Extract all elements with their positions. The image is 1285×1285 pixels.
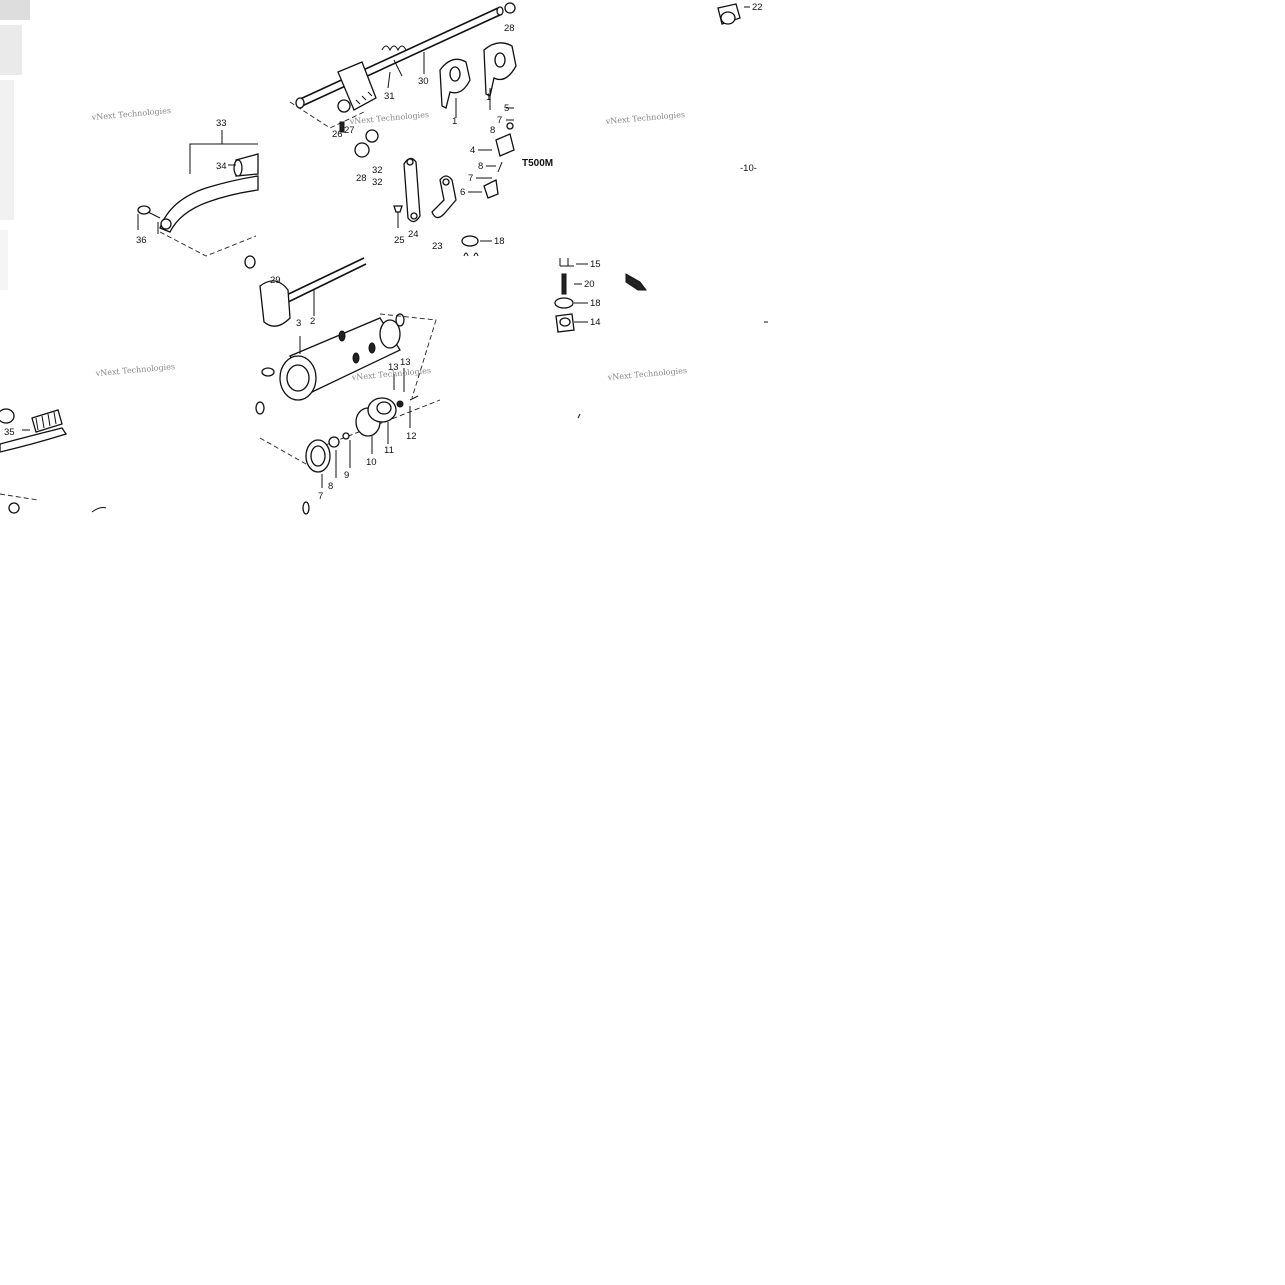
page-number: -10-: [740, 163, 757, 174]
callout: 15: [590, 259, 601, 270]
snap-ring-group: [289, 99, 379, 158]
watermark: vNext Technologies: [90, 106, 171, 122]
washer-19-top: [461, 235, 479, 257]
callout: 34: [216, 161, 227, 172]
watermark: vNext Technologies: [348, 110, 429, 126]
callout: 2: [310, 316, 315, 327]
callout: 18: [494, 236, 505, 247]
callout: 4: [470, 145, 475, 156]
callout: 26: [332, 129, 343, 140]
callout: 7: [318, 491, 323, 502]
callout: 27: [344, 125, 355, 136]
callout: 31: [384, 91, 395, 102]
callout: 23: [432, 241, 443, 252]
shift-shaft-assembly: [295, 2, 517, 111]
callout: 8: [478, 161, 483, 172]
callout: 13: [400, 357, 411, 368]
gear-shift-lever: [137, 130, 259, 257]
callout: 22: [752, 2, 763, 13]
model-label: T500M: [522, 158, 553, 169]
leader-lines: [22, 6, 750, 488]
watermark: vNext Technologies: [94, 362, 175, 378]
callout: 6: [460, 187, 465, 198]
callout: 1: [452, 116, 457, 127]
callout: 12: [406, 431, 417, 442]
callout: 29: [270, 275, 281, 286]
watermark: vNext Technologies: [606, 366, 687, 382]
callout: 18: [590, 298, 601, 309]
callout: 28: [356, 173, 367, 184]
callout: 14: [590, 317, 601, 328]
callout: 32: [372, 165, 383, 176]
callout: 30: [418, 76, 429, 87]
callout: 36: [136, 235, 147, 246]
callout: 3: [296, 318, 301, 329]
callout: 24: [408, 229, 419, 240]
watermark: vNext Technologies: [604, 110, 685, 126]
callout: 1: [486, 92, 491, 103]
callout: 7: [468, 173, 473, 184]
callout: 11: [384, 445, 394, 456]
callout-labels: 22 28 30 31 1 1 5 7 8 4 8 7 6 T500M -10-…: [4, 2, 763, 502]
cam-stopper-parts: [302, 395, 419, 515]
callout: 35: [4, 427, 15, 438]
callout: 28: [504, 23, 515, 34]
callout: 5: [504, 103, 509, 114]
callout: 8: [490, 125, 495, 136]
gear-shift-cam: [244, 255, 441, 465]
callout: 10: [366, 457, 377, 468]
callout: 8: [328, 481, 333, 492]
callout: 7: [497, 115, 502, 126]
callout: 25: [394, 235, 405, 246]
gear-shift-levers: [393, 157, 457, 228]
callout: 9: [344, 470, 349, 481]
callout: 20: [584, 279, 595, 290]
neutral-switch-parts: [554, 3, 768, 419]
callout: 13: [388, 362, 399, 373]
detent-parts: [483, 122, 515, 199]
scan-noise: [0, 0, 30, 290]
shift-pedal: [0, 408, 107, 514]
callout: 33: [216, 118, 227, 129]
callout: 32: [372, 177, 383, 188]
